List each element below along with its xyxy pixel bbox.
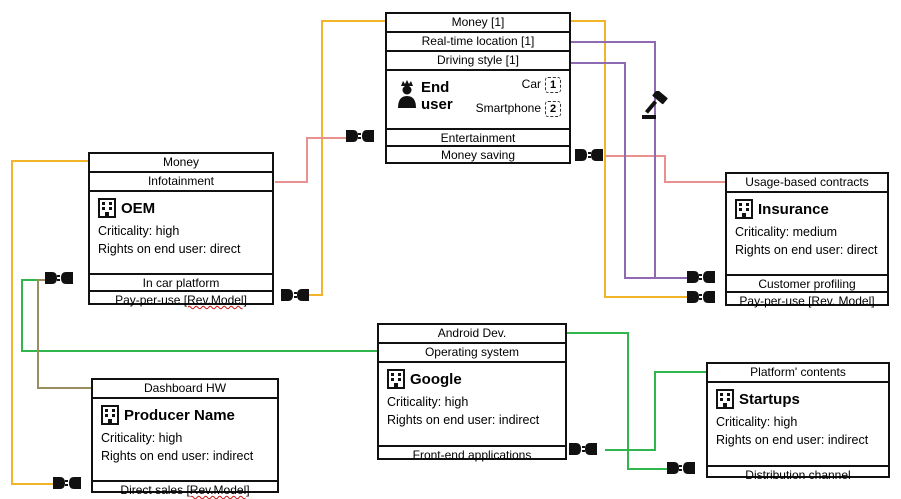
device-smartphone: Smartphone 2 xyxy=(476,101,561,117)
oem-rights: Rights on end user: direct xyxy=(98,242,241,256)
producer-row-dashboard-hw: Dashboard HW xyxy=(93,380,277,399)
startups-row-distribution: Distribution channel xyxy=(708,465,888,484)
startups-row-platform-contents: Platform' contents xyxy=(708,364,888,383)
end-user-row-money: Money [1] xyxy=(387,14,569,33)
end-user-row-entertainment: Entertainment xyxy=(387,128,569,147)
oem-box: Money Infotainment OEM Criticality: high… xyxy=(88,152,274,307)
startups-box: Platform' contents Startups Criticality:… xyxy=(706,362,890,482)
oem-row-money: Money xyxy=(90,154,272,173)
google-rights: Rights on end user: indirect xyxy=(387,413,540,427)
producer-rev-model: [Rev.Model] xyxy=(186,483,250,497)
insurance-criticality: Criticality: medium xyxy=(735,225,838,239)
wire-os-incarplatform xyxy=(21,279,378,352)
oem-criticality: Criticality: high xyxy=(98,224,180,238)
insurance-row-pay-per-use: Pay-per-use [Rev. Model] xyxy=(739,294,875,308)
google-body: Google Criticality: high Rights on end u… xyxy=(379,369,565,445)
end-user-title: End user xyxy=(421,79,453,113)
end-user-box: Money [1] Real-time location [1] Driving… xyxy=(385,12,571,164)
building-icon xyxy=(735,199,753,219)
insurance-title: Insurance xyxy=(735,199,887,219)
plug-icon xyxy=(52,474,82,497)
google-row-operating-system: Operating system xyxy=(379,344,565,363)
wire-driving-profiling xyxy=(570,62,690,279)
device-badge-icon: 2 xyxy=(545,101,561,117)
wire-money-enduser-oem xyxy=(300,20,385,296)
producer-title: Producer Name xyxy=(101,405,277,425)
oem-rev-model: [Rev.Model] xyxy=(183,293,247,307)
end-user-title-line1: End xyxy=(421,79,450,96)
wire-moneysaving-usagebased xyxy=(605,155,726,183)
producer-box: Dashboard HW Producer Name Criticality: … xyxy=(91,378,279,497)
startups-body: Startups Criticality: high Rights on end… xyxy=(708,389,888,465)
building-icon xyxy=(98,198,116,218)
producer-row-direct-sales: Direct sales [Rev.Model] xyxy=(93,480,277,499)
google-title-text: Google xyxy=(410,370,462,388)
device-car-label: Car xyxy=(521,77,541,91)
insurance-box: Usage-based contracts Insurance Critical… xyxy=(725,172,889,308)
building-icon xyxy=(716,389,734,409)
end-user-body: End user Car 1 Smartphone 2 xyxy=(387,71,569,128)
plug-icon xyxy=(280,286,310,309)
insurance-body: Insurance Criticality: medium Rights on … xyxy=(727,199,887,274)
insurance-rights: Rights on end user: direct xyxy=(735,243,878,257)
plug-icon xyxy=(666,459,696,482)
oem-row-pay-per-use: Pay-per-use [Rev.Model] xyxy=(90,292,272,311)
plug-icon xyxy=(574,146,604,169)
oem-title: OEM xyxy=(98,198,272,218)
wire-money-enduser-insurance xyxy=(570,20,690,298)
insurance-row-customer-profiling: Customer profiling xyxy=(727,274,887,293)
plug-icon xyxy=(44,269,74,292)
oem-pay-per-use-label: Pay-per-use xyxy=(115,293,181,307)
insurance-row-usage-based: Usage-based contracts xyxy=(727,174,887,193)
google-criticality: Criticality: high xyxy=(387,395,469,409)
google-row-android-dev: Android Dev. xyxy=(379,325,565,344)
startups-criticality: Criticality: high xyxy=(716,415,798,429)
plug-icon xyxy=(686,288,716,311)
wire-money-oem-producer xyxy=(11,160,88,485)
oem-body: OEM Criticality: high Rights on end user… xyxy=(90,198,272,273)
wire-android-distribution xyxy=(566,332,668,470)
google-box: Android Dev. Operating system Google Cri… xyxy=(377,323,567,462)
wire-frontend-platform xyxy=(605,371,707,451)
wire-infotainment-entertainment xyxy=(275,137,350,183)
wire-dashboard-incarplatform xyxy=(37,279,92,389)
producer-criticality: Criticality: high xyxy=(101,431,183,445)
device-smartphone-label: Smartphone xyxy=(475,101,541,115)
producer-direct-sales-label: Direct sales xyxy=(120,483,184,497)
startups-title-text: Startups xyxy=(739,390,800,408)
startups-rights: Rights on end user: indirect xyxy=(716,433,869,447)
end-user-row-driving: Driving style [1] xyxy=(387,52,569,71)
oem-row-infotainment: Infotainment xyxy=(90,173,272,192)
startups-title: Startups xyxy=(716,389,888,409)
oem-title-text: OEM xyxy=(121,199,156,217)
insurance-title-text: Insurance xyxy=(758,200,829,218)
device-car: Car 1 xyxy=(522,77,561,93)
plug-icon xyxy=(568,440,598,463)
end-user-row-money-saving: Money saving xyxy=(440,148,516,162)
gavel-icon xyxy=(642,91,668,119)
building-icon xyxy=(387,369,405,389)
producer-rights: Rights on end user: indirect xyxy=(101,449,254,463)
producer-title-text: Producer Name xyxy=(124,406,235,424)
end-user-row-location: Real-time location [1] xyxy=(387,33,569,52)
google-row-front-end-apps: Front-end applications xyxy=(379,445,565,464)
end-user-title-line2: user xyxy=(421,96,453,113)
plug-icon xyxy=(345,127,375,150)
google-title: Google xyxy=(387,369,565,389)
producer-body: Producer Name Criticality: high Rights o… xyxy=(93,405,277,480)
device-badge-icon: 1 xyxy=(545,77,561,93)
building-icon xyxy=(101,405,119,425)
oem-row-in-car-platform: In car platform xyxy=(90,273,272,292)
person-icon xyxy=(398,80,416,108)
plug-icon xyxy=(686,268,716,291)
